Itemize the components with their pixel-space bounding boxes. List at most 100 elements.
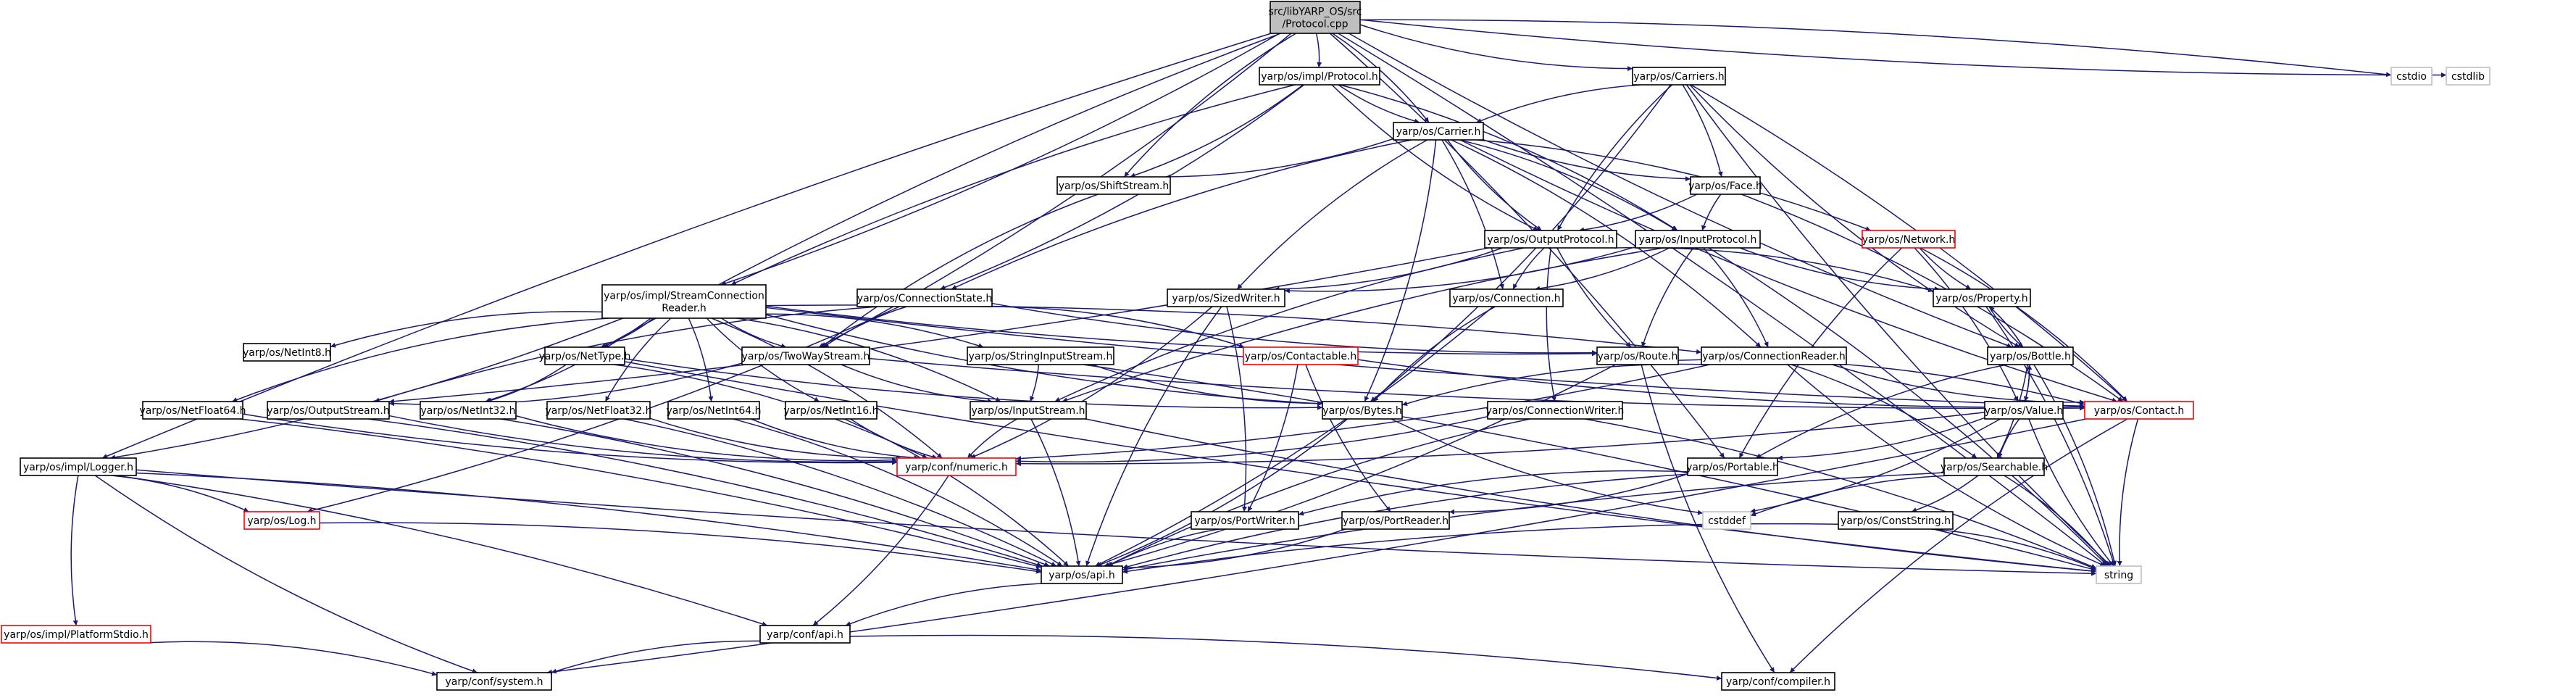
node-label: yarp/os/Bytes.h xyxy=(1322,405,1401,417)
edge-line xyxy=(115,475,768,627)
node-twowaystream[interactable]: yarp/os/TwoWayStream.h xyxy=(741,346,870,365)
node-portreader[interactable]: yarp/os/PortReader.h xyxy=(1341,511,1450,530)
node-shiftstream[interactable]: yarp/os/ShiftStream.h xyxy=(1056,176,1171,195)
edge-carriers-to-face xyxy=(1682,84,1723,178)
node-cstdlib[interactable]: cstdlib xyxy=(2446,67,2490,86)
node-inputstream[interactable]: yarp/os/InputStream.h xyxy=(970,401,1087,420)
node-outputprotocol[interactable]: yarp/os/OutputProtocol.h xyxy=(1484,230,1617,249)
edge-line xyxy=(1777,417,1985,461)
edge-carrier-to-outputprotocol xyxy=(1446,139,1542,231)
node-box xyxy=(436,672,552,691)
node-label: yarp/os/TwoWayStream.h xyxy=(742,351,870,362)
node-connectionreader[interactable]: yarp/os/ConnectionReader.h xyxy=(1701,346,1847,365)
edge-streamconnectionreader-to-numeric xyxy=(711,317,943,459)
node-numeric[interactable]: yarp/conf/numeric.h xyxy=(896,457,1017,476)
node-contactable[interactable]: yarp/os/Contactable.h xyxy=(1243,346,1359,365)
node-logger[interactable]: yarp/os/impl/Logger.h xyxy=(20,457,137,476)
edge-connectionreader-to-contact xyxy=(1832,364,2085,405)
node-label: yarp/os/Portable.h xyxy=(1686,462,1779,473)
node-searchable[interactable]: yarp/os/Searchable.h xyxy=(1941,457,2048,476)
node-portable[interactable]: yarp/os/Portable.h xyxy=(1686,457,1779,476)
node-label: yarp/os/InputProtocol.h xyxy=(1639,234,1757,246)
node-conststring[interactable]: yarp/os/ConstString.h xyxy=(1838,511,1954,530)
node-stringinputstream[interactable]: yarp/os/StringInputStream.h xyxy=(967,346,1114,365)
node-box xyxy=(1191,511,1299,530)
node-cstddef[interactable]: cstddef xyxy=(1702,511,1751,530)
edge-line xyxy=(2033,364,2117,567)
node-log[interactable]: yarp/os/Log.h xyxy=(243,511,320,530)
node-netfloat64[interactable]: yarp/os/NetFloat64.h xyxy=(139,401,246,420)
edge-impl_protocol-to-carrier xyxy=(1338,84,1420,124)
node-confapi[interactable]: yarp/conf/api.h xyxy=(759,625,851,644)
node-inputprotocol[interactable]: yarp/os/InputProtocol.h xyxy=(1635,230,1761,249)
node-box xyxy=(544,346,625,365)
node-contact[interactable]: yarp/os/Contact.h xyxy=(2084,401,2194,420)
edge-line xyxy=(1130,84,1304,178)
node-label: yarp/os/Contact.h xyxy=(2094,405,2185,417)
edge-netint16-to-api xyxy=(843,418,1070,567)
node-label: yarp/os/NetInt16.h xyxy=(783,405,878,417)
node-protocol_cpp[interactable]: src/libYARP_OS/src/Protocol.cpp xyxy=(1268,1,1362,34)
edge-line xyxy=(1755,364,2007,459)
node-route[interactable]: yarp/os/Route.h xyxy=(1596,346,1679,365)
node-bottle[interactable]: yarp/os/Bottle.h xyxy=(1987,346,2074,365)
node-value[interactable]: yarp/os/Value.h xyxy=(1984,401,2064,420)
node-compiler[interactable]: yarp/conf/compiler.h xyxy=(1721,672,1835,691)
node-label: yarp/os/Network.h xyxy=(1862,234,1956,246)
edge-line xyxy=(1641,247,1694,348)
node-cstdio[interactable]: cstdio xyxy=(2390,67,2433,86)
edge-shiftstream-to-twowaystream xyxy=(821,194,1099,348)
edge-streamconnectionreader-to-netint64 xyxy=(688,317,714,402)
node-connectionwriter[interactable]: yarp/os/ConnectionWriter.h xyxy=(1486,401,1625,420)
edge-logger-to-string xyxy=(136,469,2097,576)
node-label: yarp/os/NetType.h xyxy=(539,351,631,362)
node-box xyxy=(1862,230,1956,249)
edge-network-to-value xyxy=(1914,247,2019,402)
node-bytes[interactable]: yarp/os/Bytes.h xyxy=(1322,401,1403,420)
node-string[interactable]: string xyxy=(2096,565,2142,584)
edge-line xyxy=(1030,418,1081,567)
node-portwriter[interactable]: yarp/os/PortWriter.h xyxy=(1191,511,1299,530)
edge-carrier-to-inputprotocol xyxy=(1459,139,1677,231)
edge-contactable-to-portwriter xyxy=(1247,364,1299,512)
node-property[interactable]: yarp/os/Property.h xyxy=(1933,288,2031,307)
edge-line xyxy=(1832,364,2085,405)
node-label: cstdlib xyxy=(2451,71,2485,83)
edge-line xyxy=(721,317,787,349)
edge-portable-to-portwriter xyxy=(1298,470,1688,516)
node-carriers[interactable]: yarp/os/Carriers.h xyxy=(1632,67,1726,86)
edge-line xyxy=(1446,139,1542,231)
node-netint8[interactable]: yarp/os/NetInt8.h xyxy=(243,343,331,362)
node-face[interactable]: yarp/os/Face.h xyxy=(1688,176,1762,195)
node-netfloat32[interactable]: yarp/os/NetFloat32.h xyxy=(545,401,652,420)
node-nettype[interactable]: yarp/os/NetType.h xyxy=(539,346,631,365)
node-label: yarp/os/impl/StreamConnection xyxy=(604,291,764,302)
node-system[interactable]: yarp/conf/system.h xyxy=(436,672,552,691)
node-label: yarp/os/impl/PlatformStdio.h xyxy=(4,629,149,641)
edge-line xyxy=(1091,364,1323,407)
edge-connectionreader-to-numeric xyxy=(1015,364,1710,462)
node-netint16[interactable]: yarp/os/NetInt16.h xyxy=(783,401,879,420)
node-outputstream[interactable]: yarp/os/OutputStream.h xyxy=(267,401,390,420)
node-box xyxy=(970,401,1087,420)
edge-line xyxy=(869,357,2085,411)
edge-line xyxy=(951,139,1412,290)
edge-nettype-to-string xyxy=(624,361,2097,574)
node-carrier[interactable]: yarp/os/Carrier.h xyxy=(1393,122,1484,141)
node-api[interactable]: yarp/os/api.h xyxy=(1041,565,1123,584)
node-label: yarp/os/Value.h xyxy=(1985,405,2064,417)
node-netint64[interactable]: yarp/os/NetInt64.h xyxy=(666,401,762,420)
edge-line xyxy=(330,311,603,348)
node-network[interactable]: yarp/os/Network.h xyxy=(1862,230,1956,249)
node-netint32[interactable]: yarp/os/NetInt32.h xyxy=(420,401,517,420)
node-sizedwriter[interactable]: yarp/os/SizedWriter.h xyxy=(1167,288,1285,307)
edge-contactable-to-portreader xyxy=(1305,364,1391,512)
node-connection[interactable]: yarp/os/Connection.h xyxy=(1449,288,1564,307)
node-connectionstate[interactable]: yarp/os/ConnectionState.h xyxy=(856,288,993,307)
node-impl_protocol[interactable]: yarp/os/impl/Protocol.h xyxy=(1259,67,1380,86)
edge-connectionwriter-to-numeric xyxy=(1015,416,1488,464)
node-box xyxy=(20,457,137,476)
node-platformstdio[interactable]: yarp/os/impl/PlatformStdio.h xyxy=(1,625,151,644)
edge-line xyxy=(688,317,714,402)
